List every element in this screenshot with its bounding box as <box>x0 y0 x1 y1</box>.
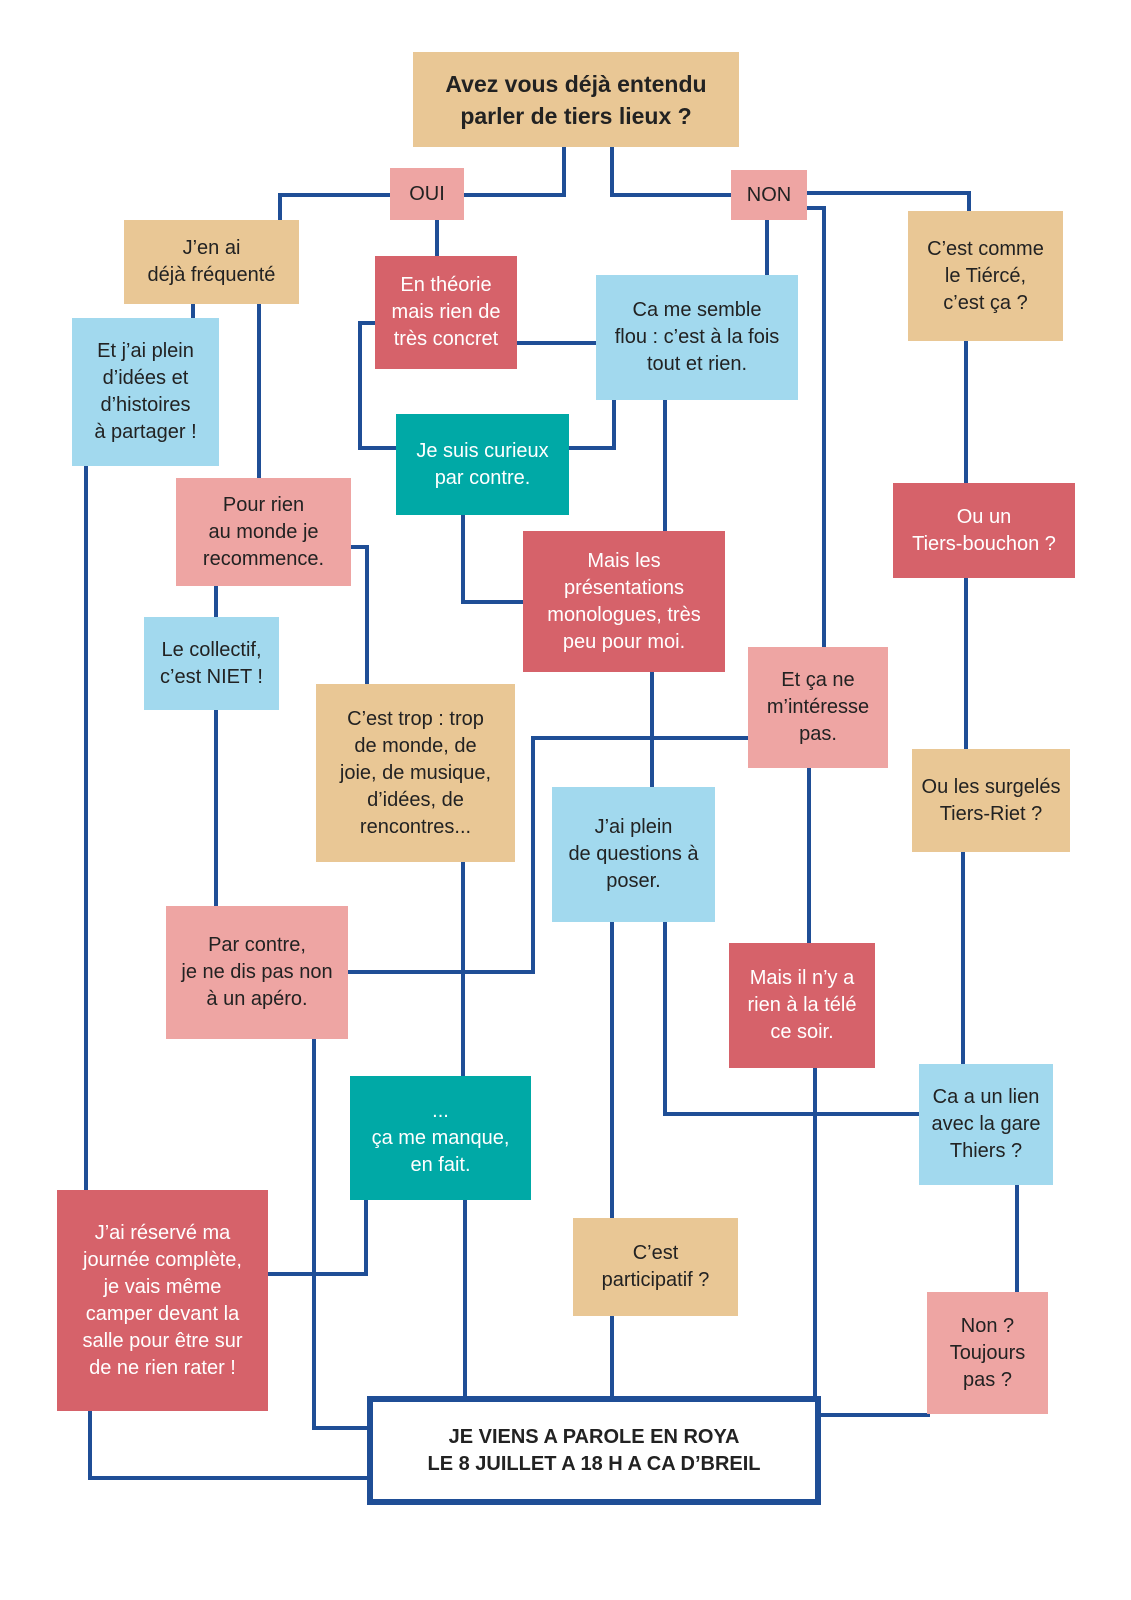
en-theorie-box: En théorie mais rien de très concret <box>375 256 517 369</box>
tele-box: Mais il n’y a rien à la télé ce soir. <box>729 943 875 1068</box>
non-box: NON <box>731 170 807 220</box>
presentations-box: Mais les présentations monologues, très … <box>523 531 725 672</box>
jen-ai-box: J’en ai déjà fréquenté <box>124 220 299 304</box>
final-box: JE VIENS A PAROLE EN ROYA LE 8 JUILLET A… <box>367 1396 821 1505</box>
curieux-box: Je suis curieux par contre. <box>396 414 569 515</box>
participatif-box: C’est participatif ? <box>573 1218 738 1316</box>
trop-box: C’est trop : trop de monde, de joie, de … <box>316 684 515 862</box>
toujours-pas-box: Non ? Toujours pas ? <box>927 1292 1048 1414</box>
reserve-box: J’ai réservé ma journée complète, je vai… <box>57 1190 268 1411</box>
oui-box: OUI <box>390 168 464 220</box>
manque-box: ... ça me manque, en fait. <box>350 1076 531 1200</box>
tiers-bouchon-box: Ou un Tiers-bouchon ? <box>893 483 1075 578</box>
pour-rien-box: Pour rien au monde je recommence. <box>176 478 351 586</box>
apero-box: Par contre, je ne dis pas non à un apéro… <box>166 906 348 1039</box>
collectif-box: Le collectif, c’est NIET ! <box>144 617 279 710</box>
tierce-box: C’est comme le Tiércé, c’est ça ? <box>908 211 1063 341</box>
plein-idees-box: Et j’ai plein d’idées et d’histoires à p… <box>72 318 219 466</box>
flou-box: Ca me semble flou : c’est à la fois tout… <box>596 275 798 400</box>
question-box: Avez vous déjà entendu parler de tiers l… <box>413 52 739 147</box>
surgeles-box: Ou les surgelés Tiers-Riet ? <box>912 749 1070 852</box>
questions-box: J’ai plein de questions à poser. <box>552 787 715 922</box>
interesse-box: Et ça ne m’intéresse pas. <box>748 647 888 768</box>
gare-box: Ca a un lien avec la gare Thiers ? <box>919 1064 1053 1185</box>
